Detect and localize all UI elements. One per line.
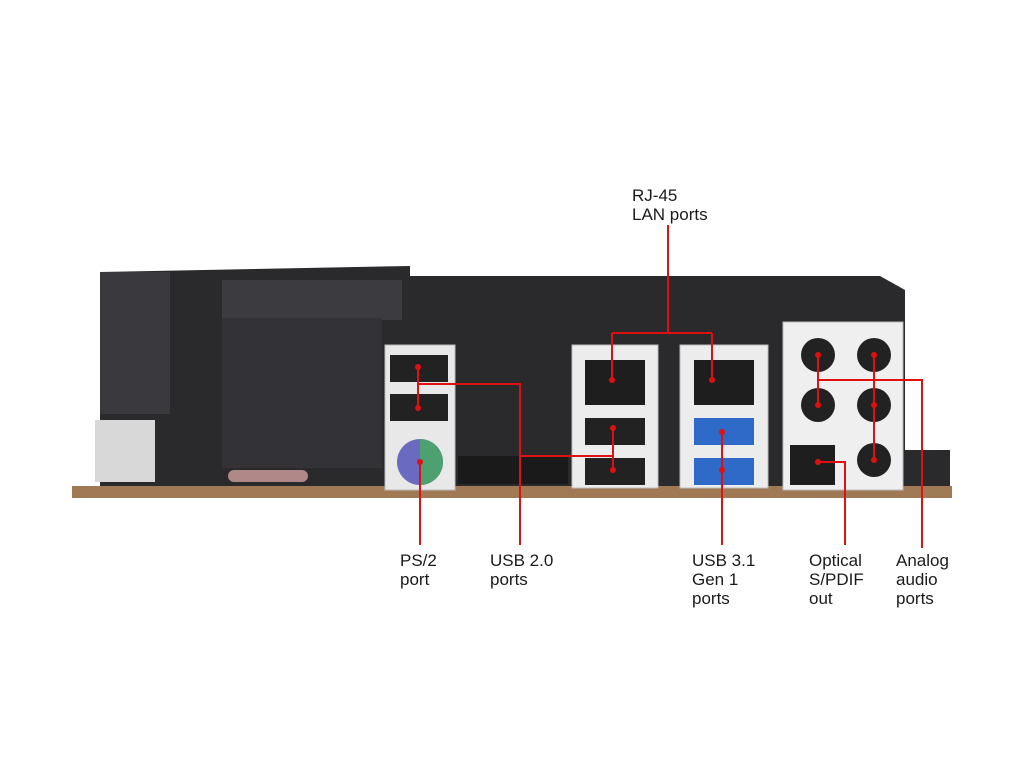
- label-rj45: RJ-45 LAN ports: [632, 186, 708, 224]
- label-usb2: USB 2.0 ports: [490, 551, 558, 589]
- optical-spdif-port[interactable]: [790, 445, 835, 485]
- label-line: Gen 1: [692, 570, 738, 589]
- label-line: RJ-45: [632, 186, 677, 205]
- label-line: out: [809, 589, 833, 608]
- label-line: USB 3.1: [692, 551, 755, 570]
- label-line: Optical: [809, 551, 862, 570]
- label-line: ports: [896, 589, 934, 608]
- label-line: PS/2: [400, 551, 437, 570]
- pcb-board: [72, 486, 952, 498]
- label-line: Analog: [896, 551, 949, 570]
- label-line: ports: [692, 589, 730, 608]
- callout-lines: [415, 225, 923, 548]
- lan-usb3-block: [679, 344, 769, 489]
- label-usb3: USB 3.1 Gen 1 ports: [692, 551, 760, 608]
- rj45-port[interactable]: [585, 360, 645, 405]
- label-line: port: [400, 570, 430, 589]
- label-line: ports: [490, 570, 528, 589]
- label-ps2: PS/2 port: [400, 551, 442, 589]
- label-line: S/PDIF: [809, 570, 864, 589]
- label-analog: Analog audio ports: [896, 551, 954, 608]
- label-optical: Optical S/PDIF out: [809, 551, 869, 608]
- label-line: audio: [896, 570, 938, 589]
- label-line: LAN ports: [632, 205, 708, 224]
- rj45-port[interactable]: [694, 360, 754, 405]
- label-line: USB 2.0: [490, 551, 553, 570]
- audio-block: [782, 321, 904, 491]
- lan-usb2-block: [571, 344, 659, 489]
- usb2-port[interactable]: [585, 418, 645, 445]
